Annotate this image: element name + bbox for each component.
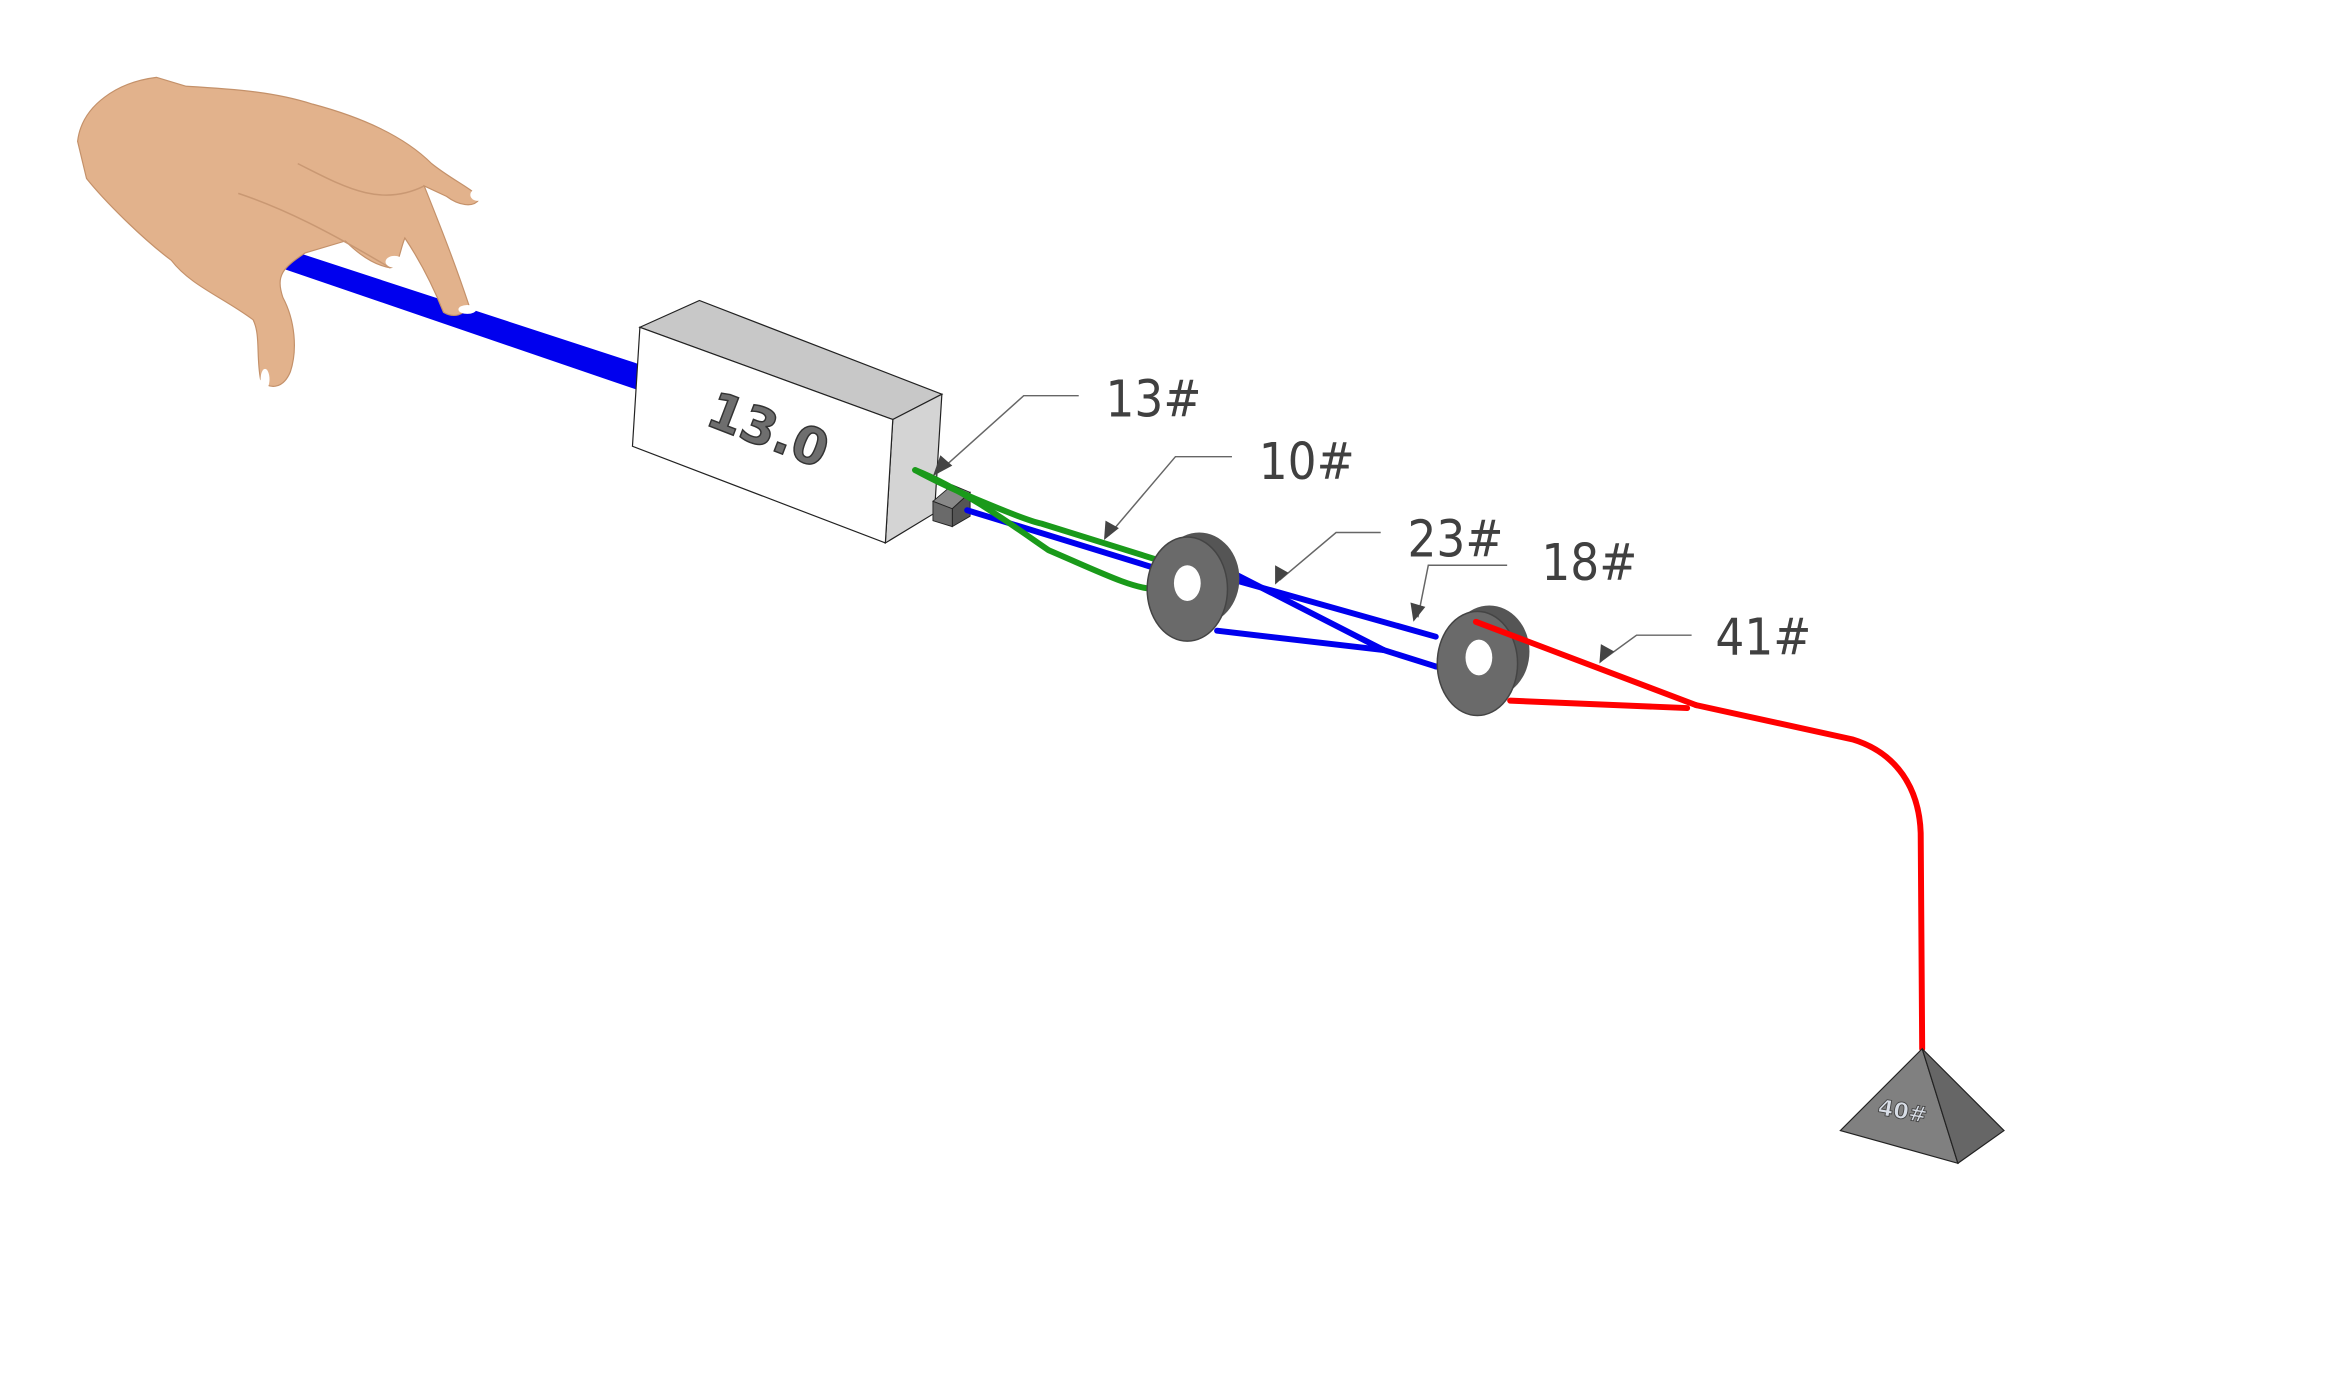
leader-10 [1107,455,1232,537]
red-rope [1472,618,1926,1052]
label-18: 18# [1541,533,1637,592]
hand-illustration [76,76,486,390]
leader-23b [1417,564,1508,618]
label-13: 13# [1106,370,1202,429]
leader-41 [1603,634,1692,660]
label-10: 10# [1259,432,1355,491]
leader-13 [936,394,1079,474]
green-rope [912,467,1191,593]
arrow-10 [1104,520,1119,540]
main-rope [245,238,640,390]
arrow-23a [1275,565,1289,585]
weight-pyramid: 40# [1839,1047,2005,1165]
arrow-13 [932,455,953,477]
tension-gauge: 13.0 [631,299,944,545]
leader-23a [1279,531,1381,581]
pulley-1 [1146,532,1240,642]
pulley-2 [1436,605,1530,717]
label-23: 23# [1407,509,1503,568]
arrow-41 [1599,644,1615,664]
arrow-23b [1410,602,1426,622]
label-41: 41# [1715,608,1811,667]
